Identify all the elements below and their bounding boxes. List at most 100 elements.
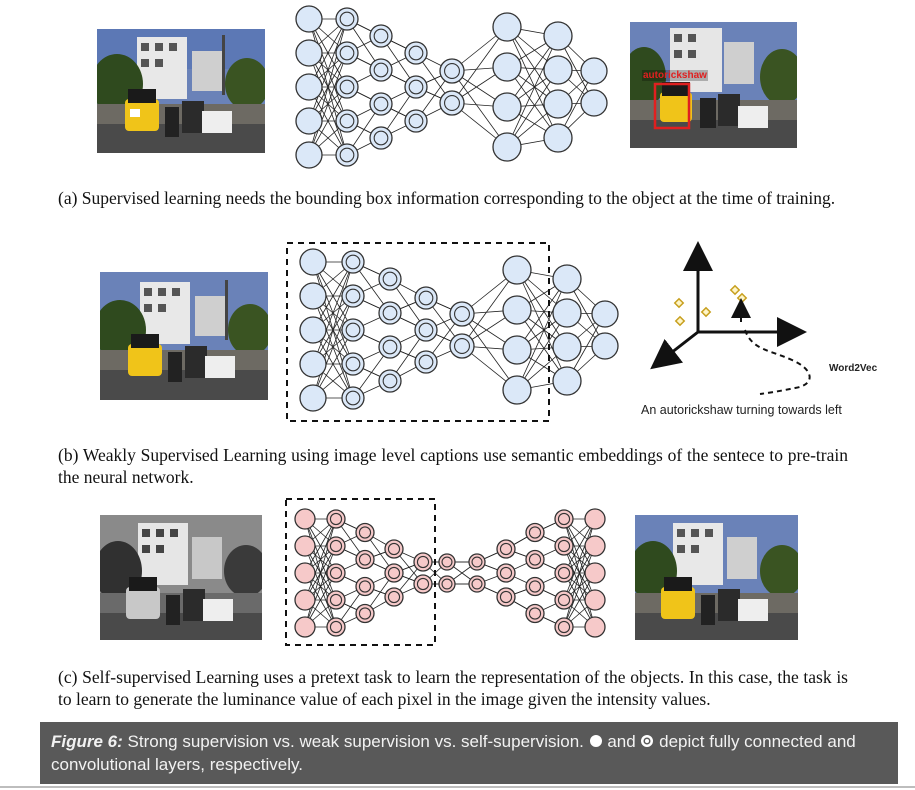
bounding-box-label: autorickshaw bbox=[642, 70, 708, 81]
convolutional-node-inner bbox=[345, 390, 361, 406]
fully-connected-node bbox=[580, 57, 608, 85]
convolutional-node-inner bbox=[408, 79, 424, 95]
fully-connected-node bbox=[299, 316, 327, 344]
word2vec-label: Word2Vec bbox=[829, 363, 878, 374]
fully-connected-node bbox=[543, 55, 573, 85]
convolutional-node-inner bbox=[387, 542, 401, 556]
connection bbox=[451, 26, 508, 104]
fully-connected-node bbox=[502, 375, 532, 405]
fully-connected-node bbox=[299, 248, 327, 276]
connection bbox=[506, 69, 559, 148]
convolutional-node-inner bbox=[339, 113, 355, 129]
embedding-dashed-curve bbox=[744, 329, 811, 395]
convolutional-node-inner bbox=[339, 79, 355, 95]
convolutional-node-inner bbox=[329, 593, 343, 607]
convolutional-node-inner bbox=[557, 620, 571, 634]
figure-text-after: depict fully connected and convolutional… bbox=[51, 732, 856, 774]
convolutional-node-inner bbox=[444, 95, 460, 111]
convolutional-node-inner bbox=[373, 130, 389, 146]
convolutional-node-inner bbox=[382, 373, 398, 389]
convolutional-node-inner bbox=[418, 322, 434, 338]
convolutional-node-inner bbox=[528, 580, 542, 593]
street-photo-input-a bbox=[97, 29, 265, 153]
fully-connected-node bbox=[294, 508, 316, 530]
convolutional-node-inner bbox=[387, 590, 401, 604]
convolutional-node-inner bbox=[345, 254, 361, 270]
grayscale-photo-input-c bbox=[100, 515, 262, 640]
bounding-box bbox=[653, 82, 691, 130]
fully-connected-node bbox=[584, 535, 606, 557]
nodes bbox=[299, 248, 619, 412]
fully-connected-node bbox=[492, 92, 522, 122]
convolutional-node-inner bbox=[382, 305, 398, 321]
convolutional-node-inner bbox=[471, 556, 483, 568]
connection bbox=[312, 295, 354, 399]
figure-text-and: and bbox=[602, 732, 641, 751]
fully-connected-node bbox=[543, 89, 573, 119]
convolutional-node-inner bbox=[471, 578, 483, 590]
figure-caption: Figure 6: Strong supervision vs. weak su… bbox=[51, 730, 891, 776]
convolutional-node-inner bbox=[557, 512, 571, 526]
fully-connected-node bbox=[591, 300, 619, 328]
fully-connected-node bbox=[294, 589, 316, 611]
fully-connected-node bbox=[295, 5, 323, 33]
embedding-points bbox=[673, 284, 748, 327]
convolutional-node-icon bbox=[641, 735, 654, 747]
caption-c: (c) Self-supervised Learning uses a pret… bbox=[58, 667, 848, 709]
convolutional-node-inner bbox=[373, 62, 389, 78]
fully-connected-node-icon bbox=[589, 735, 602, 747]
caption-a: (a) Supervised learning needs the boundi… bbox=[58, 188, 836, 208]
fully-connected-node bbox=[552, 366, 582, 396]
street-photo-output-a: autorickshaw bbox=[630, 22, 797, 148]
convolutional-node-inner bbox=[387, 566, 401, 580]
convolutional-node-inner bbox=[444, 63, 460, 79]
connection bbox=[461, 313, 518, 391]
connection bbox=[308, 18, 348, 122]
convolutional-node-inner bbox=[441, 578, 453, 590]
convolutional-node-inner bbox=[557, 593, 571, 607]
convolutional-node-inner bbox=[345, 356, 361, 372]
fully-connected-node bbox=[299, 282, 327, 310]
fully-connected-node bbox=[584, 562, 606, 584]
convolutional-node-inner bbox=[499, 542, 513, 556]
convolutional-node-inner bbox=[418, 354, 434, 370]
page-bottom-rule bbox=[0, 786, 915, 788]
fully-connected-node bbox=[294, 562, 316, 584]
convolutional-node-inner bbox=[416, 577, 430, 591]
fully-connected-node bbox=[502, 255, 532, 285]
connection bbox=[461, 269, 518, 347]
connection bbox=[304, 518, 337, 601]
fully-connected-node bbox=[492, 132, 522, 162]
connection bbox=[516, 269, 568, 348]
convolutional-node-inner bbox=[345, 322, 361, 338]
convolutional-node-inner bbox=[382, 271, 398, 287]
fully-connected-node bbox=[299, 384, 327, 412]
fully-connected-node bbox=[584, 616, 606, 638]
connection bbox=[308, 52, 348, 156]
fully-connected-node bbox=[584, 508, 606, 530]
convolutional-node-inner bbox=[358, 607, 372, 620]
nodes bbox=[294, 508, 606, 638]
fully-connected-node bbox=[543, 21, 573, 51]
convolutional-node-inner bbox=[373, 28, 389, 44]
fully-connected-node bbox=[502, 335, 532, 365]
connection bbox=[312, 261, 354, 365]
convolutional-node-inner bbox=[329, 512, 343, 526]
fully-connected-node bbox=[543, 123, 573, 153]
convolutional-node-inner bbox=[528, 553, 542, 566]
connection bbox=[516, 312, 568, 391]
convolutional-node-inner bbox=[418, 290, 434, 306]
fully-connected-node bbox=[584, 589, 606, 611]
convolutional-node-inner bbox=[454, 338, 470, 354]
fully-connected-node bbox=[552, 264, 582, 294]
fully-connected-node bbox=[580, 89, 608, 117]
figure-label: Figure 6: bbox=[51, 732, 123, 751]
connection bbox=[516, 269, 568, 382]
fully-connected-node bbox=[294, 616, 316, 638]
convolutional-node-inner bbox=[528, 607, 542, 620]
fully-connected-node bbox=[492, 12, 522, 42]
pretrained-region-dashed-box bbox=[285, 498, 436, 646]
